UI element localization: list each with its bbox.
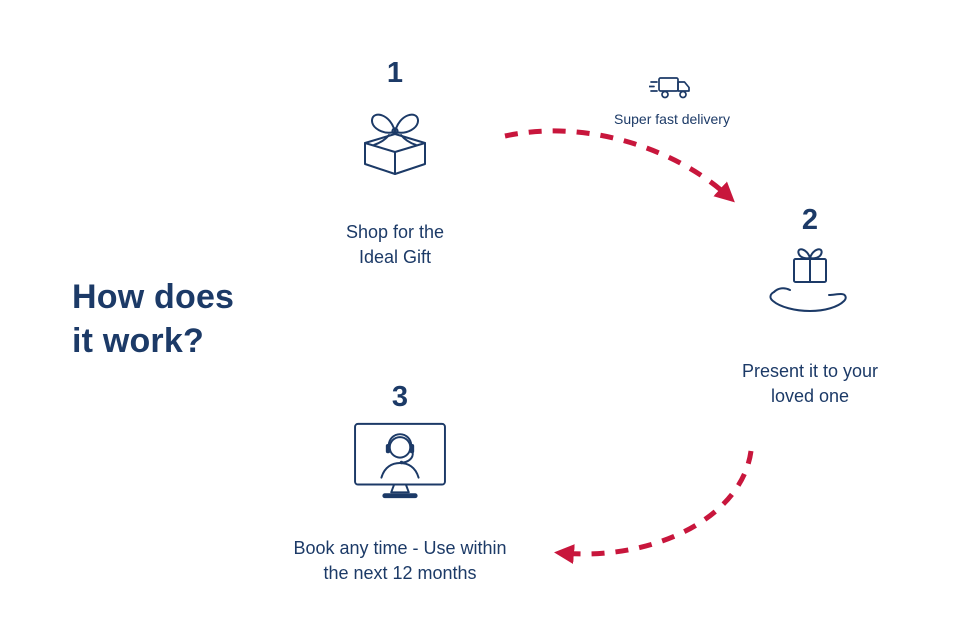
step-2-label: Present it to your loved one bbox=[742, 359, 878, 409]
step-1-number: 1 bbox=[386, 57, 404, 89]
step-3-label-line-1: Book any time - Use within bbox=[293, 537, 507, 558]
truck-icon bbox=[649, 77, 690, 99]
step-3-label-line-2: the next 12 months bbox=[323, 563, 477, 584]
page-title-line-1: How does bbox=[72, 278, 235, 316]
arrow-step2-to-step3-icon bbox=[554, 450, 754, 564]
step-3-number: 3 bbox=[391, 381, 409, 413]
page-title-line-2: it work? bbox=[72, 321, 204, 360]
step-1: 1 Shop for the Ideal Gift bbox=[275, 57, 515, 270]
step-3: 3 Book any time - Use within the next 12… bbox=[255, 381, 545, 586]
support-monitor-icon bbox=[354, 422, 446, 499]
delivery-note: Super fast delivery bbox=[592, 72, 752, 127]
arrow-step1-to-step2-icon bbox=[504, 128, 735, 203]
delivery-label: Super fast delivery bbox=[614, 111, 730, 127]
step-2: 2 Present it to your loved one bbox=[690, 204, 930, 409]
step-1-label: Shop for the Ideal Gift bbox=[346, 220, 444, 270]
step-3-label: Book any time - Use within the next 12 m… bbox=[293, 536, 506, 586]
gift-icon bbox=[364, 113, 426, 175]
step-2-number: 2 bbox=[801, 204, 819, 236]
hand-gift-icon bbox=[769, 248, 847, 312]
page-title: How does it work? bbox=[72, 276, 234, 363]
step-2-label-line-1: Present it to your bbox=[741, 360, 879, 381]
step-2-label-line-2: loved one bbox=[770, 386, 850, 407]
step-1-label-line-1: Shop for the bbox=[345, 221, 445, 242]
step-1-label-line-2: Ideal Gift bbox=[358, 247, 432, 268]
